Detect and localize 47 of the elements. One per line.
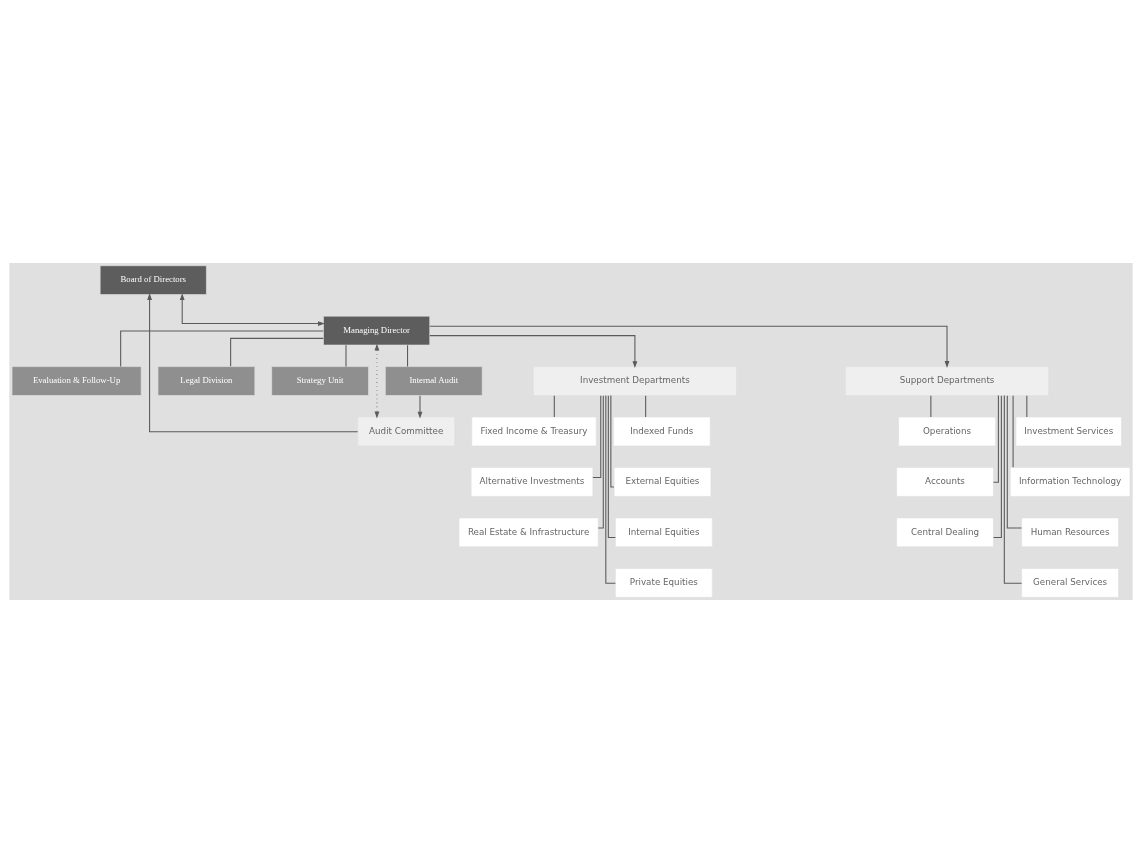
arrow [417,395,423,419]
connector [592,395,602,479]
connector [992,395,999,483]
arrow [429,335,638,369]
node-box: Investment Departments [533,366,737,396]
node-box: Human Resources [1021,517,1119,548]
node-box: External Equities [613,467,712,497]
node-box: Audit Committee [357,416,455,447]
node-box: General Services [1021,568,1119,598]
connector [993,395,1002,538]
connector [645,395,647,418]
connector [407,344,409,368]
node-box: Evaluation & Follow-Up [11,366,142,396]
connector [607,395,616,538]
node-box: Fixed Income & Treasury [471,416,597,447]
connector [610,395,615,488]
connector [605,395,616,584]
arrow [147,293,359,433]
node-box: Legal Division [157,366,256,396]
node-box: Board of Directors [99,265,207,295]
connector [120,330,324,368]
node-box: Internal Audit [385,366,483,396]
node-box: Investment Services [1015,416,1122,447]
arrow [179,293,325,326]
connector [1006,395,1023,529]
node-box: Strategy Unit [271,366,369,396]
node-box: Accounts [896,467,994,497]
node-box: Support Departments [845,366,1049,396]
node-box: Managing Director [323,315,431,346]
node-box: Indexed Funds [613,416,711,447]
node-box: Alternative Investments [470,467,594,497]
connector [1003,395,1023,584]
node-box: Operations [898,416,996,447]
connector [597,395,604,529]
connector [1012,395,1014,468]
arrow [429,325,950,368]
node-box: Real Estate & Infrastructure [458,517,599,548]
node-box: Internal Equities [615,517,713,548]
connector [553,395,555,418]
arrow [374,343,380,419]
node-box: Information Technology [1009,467,1131,497]
connector [345,344,347,368]
connector [930,395,932,418]
connector [1026,395,1028,418]
connector [230,337,324,367]
node-box: Central Dealing [896,517,994,548]
node-box: Private Equities [615,568,713,598]
